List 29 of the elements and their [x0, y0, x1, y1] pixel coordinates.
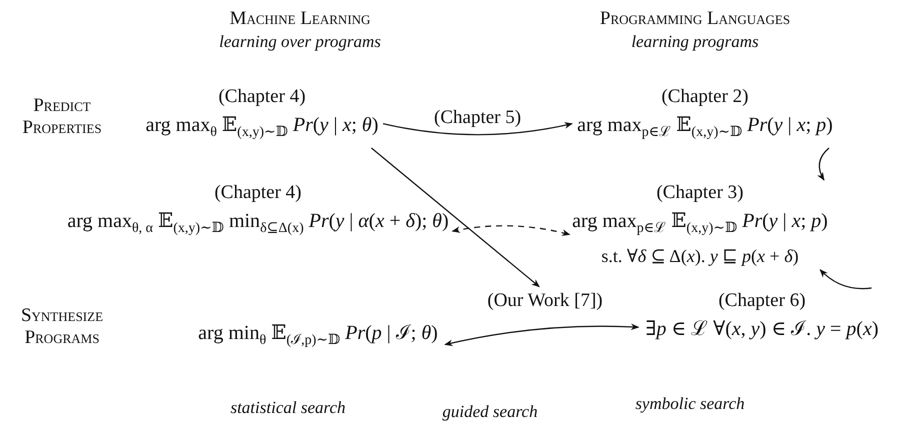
- formula: arg max$_{θ}$ 𝔼$_{(x,y)∼𝔻}$ Pr(y | x; θ): [146, 113, 378, 142]
- edge-label: (Chapter 5): [434, 106, 522, 130]
- dashed-arrow: [452, 225, 570, 236]
- formula: ∃p ∈ ℒ ∀(x, y) ∈ ℐ. y = p(x): [645, 317, 879, 342]
- formula: arg max$_{p∈ℒ}$ 𝔼$_{(x,y)∼𝔻}$ Pr(y | x; p): [577, 113, 833, 142]
- citation-label: (Our Work [7]): [487, 288, 603, 314]
- chapter-label: (Chapter 6): [717, 289, 807, 313]
- arrow: [382, 122, 573, 136]
- row-heading: Synthesize Programs: [20, 305, 104, 349]
- row-heading: Predict Properties: [21, 95, 103, 139]
- chapter-label: (Chapter 4): [213, 181, 303, 205]
- formula: arg max$_{p∈ℒ}$ 𝔼$_{(x,y)∼𝔻}$ Pr(y | x; p): [572, 209, 828, 238]
- column-subtitle: learning programs: [631, 32, 759, 52]
- formula: arg max$_{θ, α}$ 𝔼$_{(x,y)∼𝔻}$ min$_{δ⊆Δ(x)}$ Pr(y | α(x + δ); θ): [67, 209, 449, 238]
- arrow: [371, 148, 540, 288]
- column-caption: guided search: [442, 402, 538, 422]
- arrow: [820, 269, 872, 290]
- chapter-label: (Chapter 3): [655, 181, 745, 205]
- chapter-label: (Chapter 2): [660, 85, 750, 109]
- column-heading: Machine Learning: [230, 8, 370, 30]
- column-subtitle: learning over programs: [219, 32, 381, 52]
- node-caption: symbolic search: [635, 394, 745, 414]
- column-heading: Programming Languages: [600, 8, 790, 30]
- chapter-label: (Chapter 4): [217, 85, 307, 109]
- arrow: [817, 148, 830, 181]
- double-headed-arrow: [444, 324, 640, 346]
- formula: arg min$_{θ}$ 𝔼$_{(ℐ,p)∼𝔻}$ Pr(p | ℐ; θ): [198, 321, 438, 350]
- node-caption: statistical search: [230, 398, 346, 418]
- constraint-formula: s.t. ∀δ ⊆ Δ(x). y ⊑ p(x + δ): [600, 245, 800, 268]
